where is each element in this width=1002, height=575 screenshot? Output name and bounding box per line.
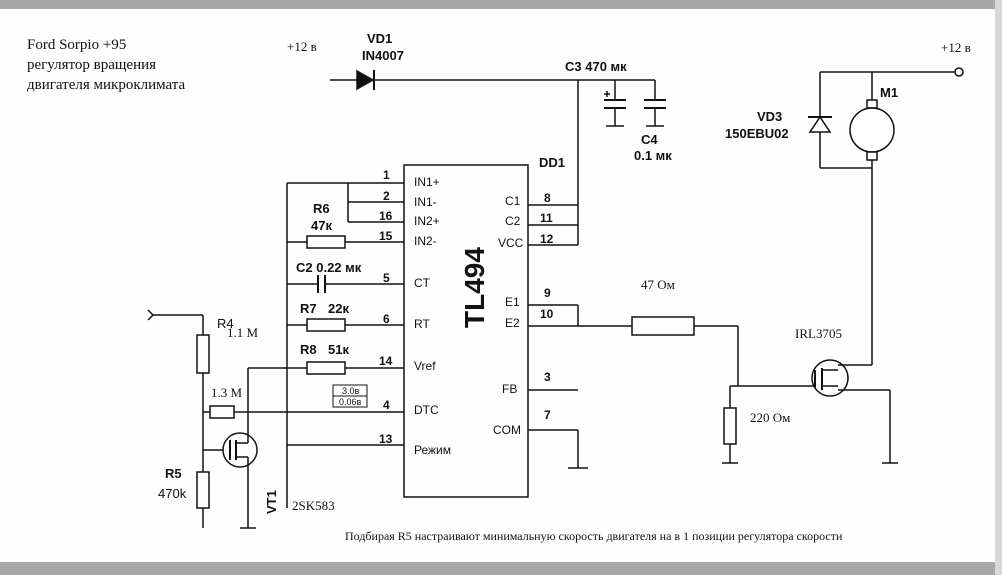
- capacitor-c3-c4: [578, 79, 666, 127]
- vt1-type: 2SK583: [292, 498, 335, 513]
- r4-value: 1.1 М: [227, 325, 259, 340]
- r8-value: 51к: [328, 342, 349, 357]
- r6-ref: R6: [313, 201, 330, 216]
- footnote: Подбирая R5 настраивают минимальную скор…: [345, 529, 843, 543]
- supply-right-label: +12 в: [941, 40, 971, 55]
- top-frame-bar: [0, 0, 1002, 9]
- dtc-voltage-bottom: 0.06в: [339, 397, 362, 407]
- supply-left-label: +12 в: [287, 39, 317, 54]
- output-stage: [578, 316, 898, 464]
- pin-num-3: 3: [544, 370, 551, 384]
- ic-right-pins: [528, 204, 588, 469]
- r6-value: 47к: [311, 218, 332, 233]
- r-mid-value: 1.3 М: [211, 385, 243, 400]
- pin-name-com: COM: [493, 423, 521, 437]
- bottom-frame-bar: [0, 562, 1002, 575]
- pin-num-9: 9: [544, 286, 551, 300]
- pin-name-dtc: DTC: [414, 403, 439, 417]
- right-frame-bar: [995, 0, 1002, 575]
- vd1-value: IN4007: [362, 48, 404, 63]
- r5-ref: R5: [165, 466, 182, 481]
- pin-name-e2: E2: [505, 316, 520, 330]
- pin-num-2: 2: [383, 189, 390, 203]
- pin-num-16: 16: [379, 209, 393, 223]
- pin-num-8: 8: [544, 191, 551, 205]
- pin-name-e1: E1: [505, 295, 520, 309]
- pin-name-in1p: IN1+: [414, 175, 440, 189]
- pin-name-ct: CT: [414, 276, 430, 290]
- r5-value: 470k: [158, 486, 187, 501]
- pin-name-c1: C1: [505, 194, 521, 208]
- pin-name-fb: FB: [502, 382, 518, 396]
- pulldown-resistor-value: 220 Ом: [750, 410, 791, 425]
- r4-ref: R4: [217, 316, 234, 331]
- dtc-voltage-top: 3.0в: [342, 386, 360, 396]
- pin-num-6: 6: [383, 312, 390, 326]
- c4-value: 0.1 мк: [634, 148, 672, 163]
- pin-num-4: 4: [383, 398, 390, 412]
- r8-ref: R8: [300, 342, 317, 357]
- pin-num-10: 10: [540, 307, 554, 321]
- r7-value: 22к: [328, 301, 349, 316]
- pin-name-in2m: IN2-: [414, 234, 437, 248]
- ic-body: [403, 164, 529, 498]
- title-line-3: двигателя микроклимата: [27, 77, 186, 93]
- vt1-ref: VT1: [264, 490, 279, 514]
- pin-name-vref: Vref: [414, 359, 436, 373]
- motor-label: M1: [880, 85, 899, 100]
- pin-num-1: 1: [383, 168, 390, 182]
- vd3-value: 150EBU02: [725, 126, 789, 141]
- pin-name-vcc: VCC: [498, 236, 524, 250]
- pin-num-15: 15: [379, 229, 393, 243]
- ic-name: TL494: [459, 247, 490, 328]
- pin-name-rt: RT: [414, 317, 430, 331]
- vd1-ref: VD1: [367, 31, 393, 46]
- pin-name-c2: C2: [505, 214, 521, 228]
- mosfet-label: IRL3705: [795, 326, 842, 341]
- pin-name-in1m: IN1-: [414, 195, 437, 209]
- input-wiring: [247, 182, 370, 508]
- pin-num-5: 5: [383, 271, 390, 285]
- pin-num-7: 7: [544, 408, 551, 422]
- pin-num-12: 12: [540, 232, 554, 246]
- vd3-ref: VD3: [757, 109, 783, 124]
- pin-num-11: 11: [540, 211, 553, 225]
- ic-designator: DD1: [539, 155, 566, 170]
- pin-name-in2p: IN2+: [414, 214, 440, 228]
- gate-resistor-value: 47 Ом: [641, 277, 675, 292]
- pin-name-mode: Режим: [414, 443, 451, 457]
- motor-circuit: [808, 67, 964, 365]
- supply-line-left: [330, 69, 579, 245]
- pin-num-13: 13: [379, 432, 393, 446]
- title-line-2: регулятор вращения: [27, 57, 157, 73]
- c2-label: C2 0.22 мк: [296, 260, 362, 275]
- ic-left-pins: [370, 182, 404, 446]
- speed-input-divider: [147, 309, 370, 529]
- c3-label: C3 470 мк: [565, 59, 627, 74]
- title-line-1: Ford Sorpio +95: [27, 37, 127, 53]
- pin-num-14: 14: [379, 354, 393, 368]
- c4-ref: C4: [641, 132, 658, 147]
- r7-ref: R7: [300, 301, 317, 316]
